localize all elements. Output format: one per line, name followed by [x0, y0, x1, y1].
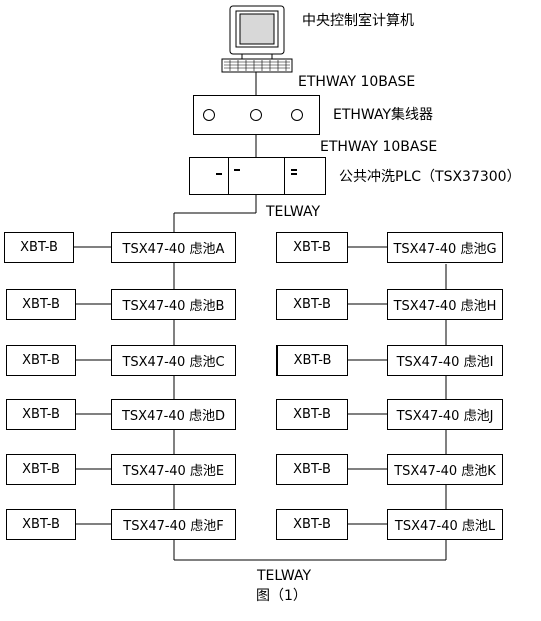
central-pc-label: 中央控制室计算机 — [302, 13, 414, 29]
hub-port-icon — [203, 109, 215, 121]
controller-h: TSX47-40 虑池H — [387, 289, 503, 320]
computer-icon — [221, 5, 293, 73]
telway-top-label: TELWAY — [266, 204, 321, 220]
controller-g: TSX47-40 虑池G — [387, 232, 503, 263]
plc-label: 公共冲洗PLC（TSX37300） — [339, 169, 521, 185]
terminal-h: XBT-B — [276, 289, 348, 320]
plc-module — [229, 158, 285, 194]
terminal-k: XBT-B — [276, 454, 348, 485]
terminal-c: XBT-B — [6, 345, 76, 376]
terminal-l: XBT-B — [276, 509, 348, 540]
plc-indicator-icon — [216, 173, 222, 175]
terminal-b: XBT-B — [6, 289, 76, 320]
controller-d: TSX47-40 虑池D — [111, 399, 236, 430]
controller-e: TSX47-40 虑池E — [111, 454, 236, 485]
terminal-d: XBT-B — [6, 399, 76, 430]
controller-b: TSX47-40 虑池B — [111, 289, 236, 320]
plc-indicator-icon — [234, 169, 240, 171]
ethway-upper-label: ETHWAY 10BASE — [298, 74, 416, 90]
terminal-i: XBT-B — [276, 345, 348, 376]
terminal-j: XBT-B — [276, 399, 348, 430]
controller-i: TSX47-40 虑池I — [387, 345, 503, 376]
controller-c: TSX47-40 虑池C — [111, 345, 236, 376]
controller-l: TSX47-40 虑池L — [387, 509, 503, 540]
ethway-lower-label: ETHWAY 10BASE — [320, 139, 438, 155]
plc-module — [190, 158, 229, 194]
controller-j: TSX47-40 虑池J — [387, 399, 503, 430]
telway-bottom-label: TELWAY — [257, 568, 312, 584]
controller-k: TSX47-40 虑池K — [387, 454, 503, 485]
terminal-a: XBT-B — [4, 232, 74, 263]
figure-caption: 图（1） — [256, 588, 307, 604]
controller-a: TSX47-40 虑池A — [111, 232, 236, 263]
plc-indicator-icon — [291, 169, 297, 171]
terminal-f: XBT-B — [6, 509, 76, 540]
plc-indicator-icon — [291, 173, 297, 175]
terminal-g: XBT-B — [276, 232, 348, 263]
hub-label: ETHWAY集线器 — [333, 107, 434, 123]
controller-f: TSX47-40 虑池F — [111, 509, 236, 540]
hub-port-icon — [291, 109, 303, 121]
hub-port-icon — [250, 109, 262, 121]
plc-rack — [189, 157, 326, 195]
terminal-e: XBT-B — [6, 454, 76, 485]
